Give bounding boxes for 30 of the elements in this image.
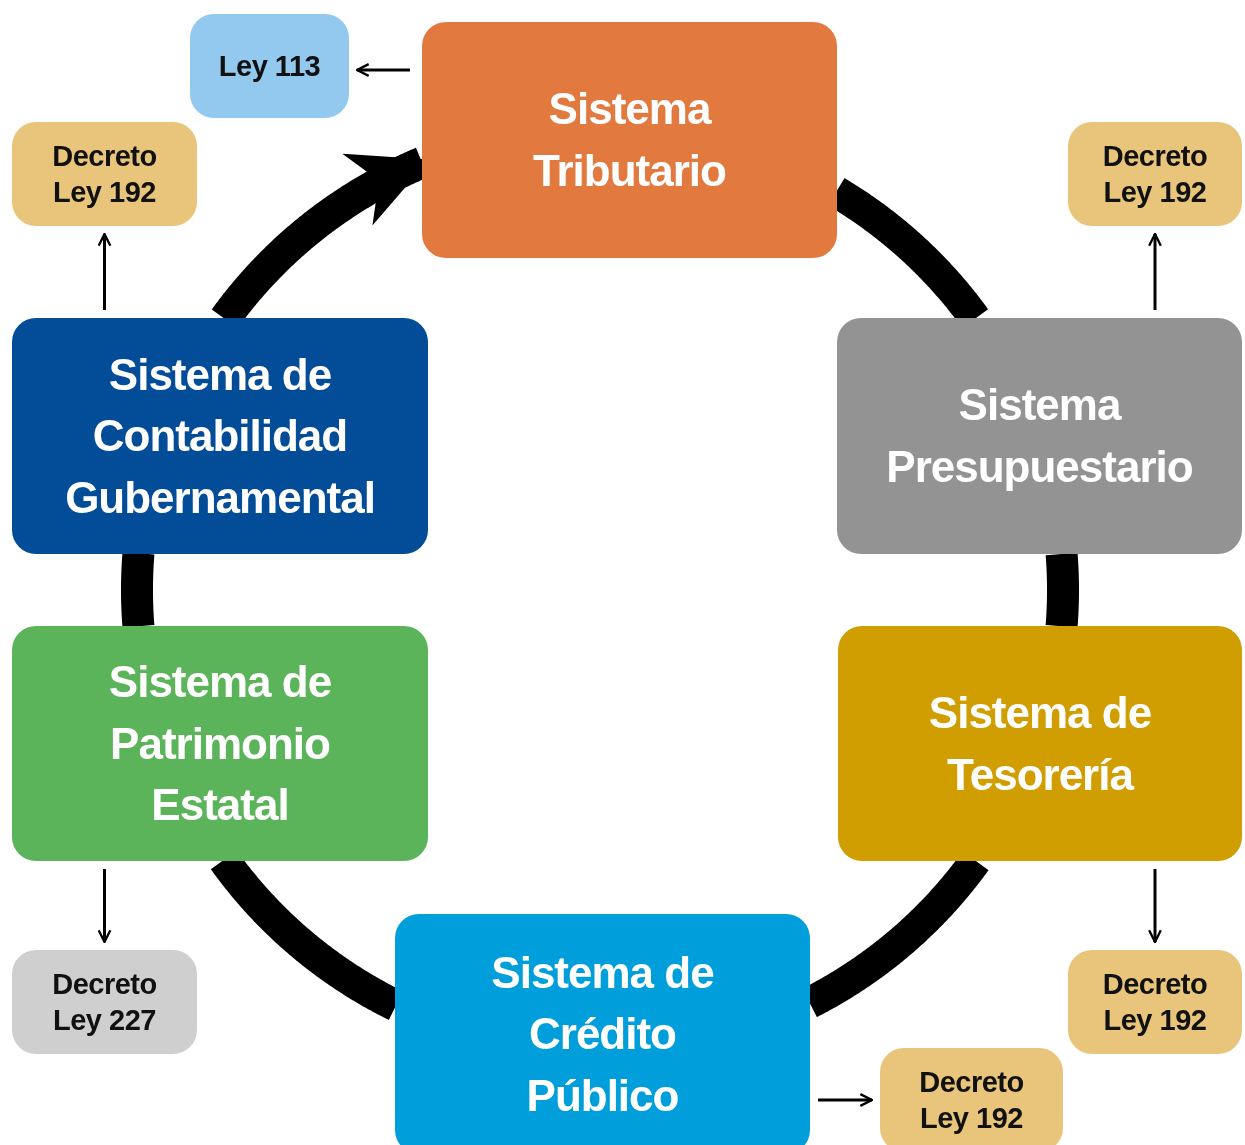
law-name: Ley 113 (218, 48, 321, 84)
law-name: Decreto Ley 192 (1101, 966, 1209, 1038)
system-box (837, 318, 1242, 554)
system-name: Sistema de Contabilidad Gubernamental (64, 348, 376, 524)
system-box (422, 22, 837, 258)
system-box (395, 914, 810, 1145)
arrow (818, 1093, 874, 1107)
system-box (12, 626, 428, 861)
law-box (190, 14, 349, 118)
arrow (1148, 232, 1162, 310)
law-name: Decreto Ley 192 (51, 138, 158, 210)
system-box (12, 318, 428, 554)
law-box (1068, 122, 1242, 226)
system-name: Sistema Tributario (532, 83, 727, 197)
system-box (838, 626, 1242, 861)
arrow (97, 869, 112, 944)
arrow (1148, 869, 1162, 944)
law-name: Decreto Ley 192 (918, 1064, 1025, 1136)
law-box (1068, 950, 1242, 1054)
law-name: Decreto Ley 192 (1101, 138, 1209, 210)
law-box (12, 122, 197, 226)
system-name: Sistema Presupuestario (885, 379, 1194, 493)
arrow (97, 232, 112, 310)
law-box (880, 1048, 1063, 1145)
system-name: Sistema de Patrimonio Estatal (107, 656, 333, 832)
law-box (12, 950, 197, 1054)
law-name: Decreto Ley 227 (51, 966, 158, 1038)
system-name: Sistema de Tesorería (927, 686, 1153, 801)
system-name: Sistema de Crédito Público (490, 946, 715, 1122)
arrow (355, 63, 410, 77)
